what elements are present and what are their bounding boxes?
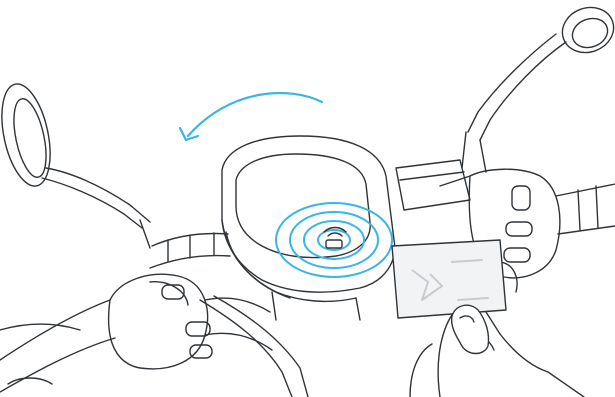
dashboard bbox=[222, 136, 395, 320]
right-mirror bbox=[462, 0, 615, 172]
left-grip bbox=[0, 274, 272, 392]
nfc-card-icon bbox=[392, 240, 506, 318]
rotate-arrow-icon bbox=[180, 93, 322, 140]
handlebar-clamp bbox=[150, 233, 230, 268]
left-mirror bbox=[0, 80, 150, 248]
thumb bbox=[452, 305, 489, 353]
left-brake-lever bbox=[200, 296, 308, 397]
